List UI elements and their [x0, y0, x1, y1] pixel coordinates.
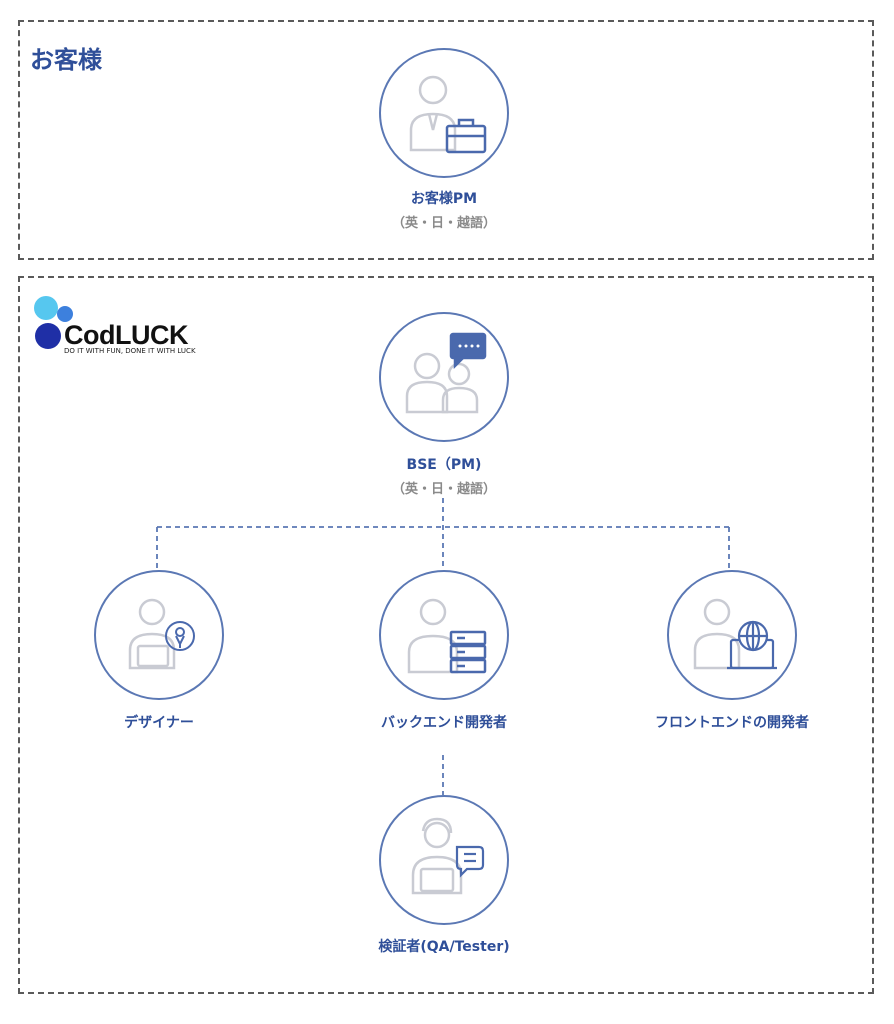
logo-tagline: DO IT WITH FUN, DONE IT WITH LUCK: [64, 347, 196, 355]
frontend-node: [667, 570, 797, 700]
logo-wordmark: CodLUCK: [64, 320, 188, 350]
client-pm-languages: （英・日・越語）: [391, 216, 496, 231]
logo-mark-icon: [34, 296, 73, 349]
tester-label: 検証者(QA/Tester): [378, 939, 510, 955]
backend-node: [379, 570, 509, 700]
frontend-icon: [693, 598, 777, 670]
client-pm-label: お客様PM: [410, 191, 478, 207]
tester-icon: [411, 817, 485, 895]
company-section-frame: [18, 276, 874, 994]
bse-languages: （英・日・越語）: [391, 482, 496, 497]
client-pm-icon: [409, 75, 487, 154]
company-logo: CodLUCK DO IT WITH FUN, DONE IT WITH LUC…: [30, 292, 220, 362]
tester-node: [379, 795, 509, 925]
bse-icon: [405, 332, 487, 414]
designer-node: [94, 570, 224, 700]
bse-label: BSE（PM): [406, 457, 482, 473]
backend-label: バックエンド開発者: [381, 715, 507, 731]
client-pm-node: [379, 48, 509, 178]
designer-label: デザイナー: [124, 715, 194, 731]
bse-node: [379, 312, 509, 442]
frontend-label: フロントエンドの開発者: [655, 715, 809, 731]
client-section-title: お客様: [30, 46, 102, 74]
backend-icon: [407, 598, 487, 674]
client-section-frame: [18, 20, 874, 260]
designer-icon: [128, 598, 195, 670]
